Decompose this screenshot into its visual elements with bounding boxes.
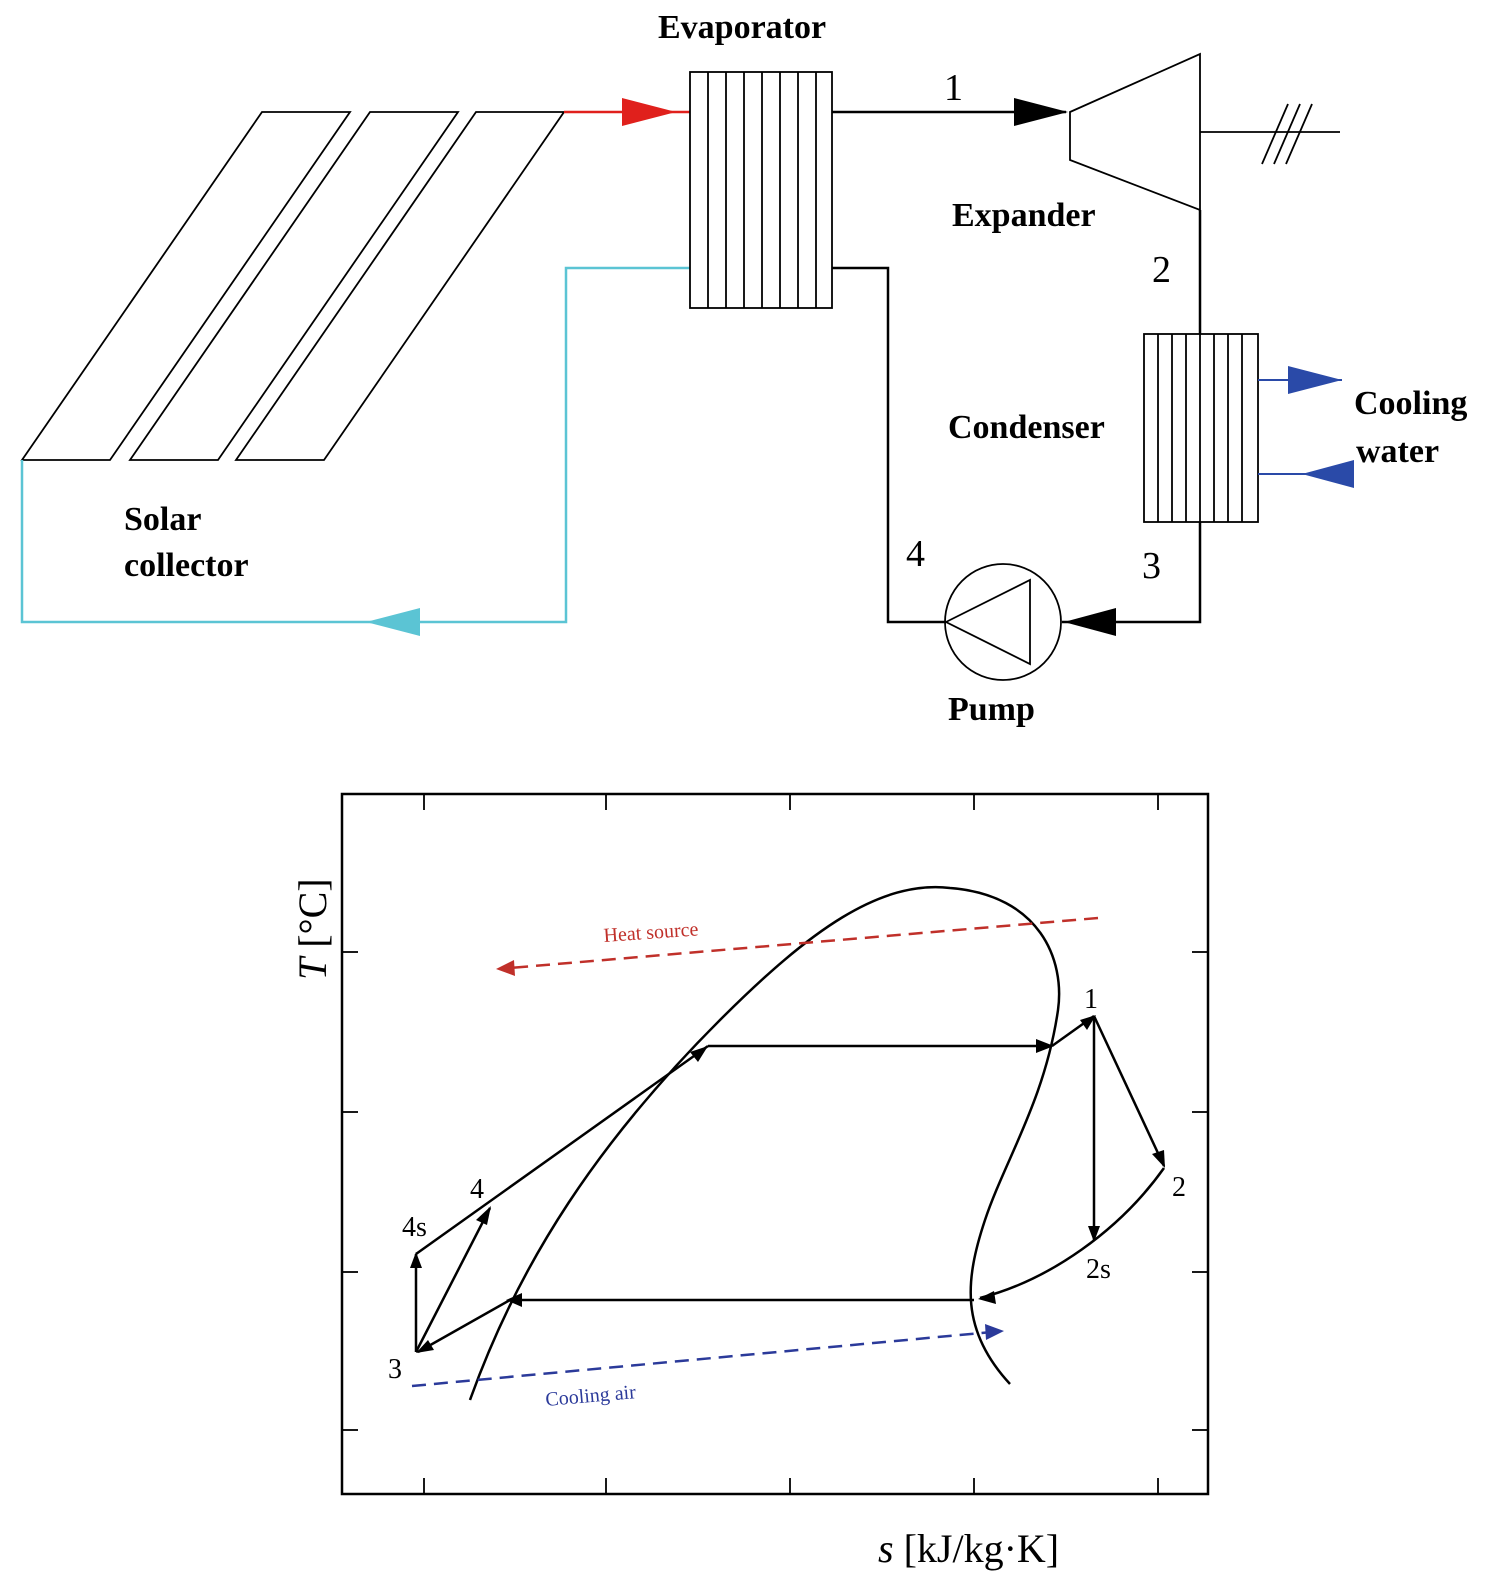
heat-source-arrow [496,960,515,976]
condenser-heat-exchanger [1143,333,1259,523]
ts-point-2s: 2s [1086,1254,1111,1285]
heat-source-line [509,916,1099,970]
saturation-dome [468,885,1061,1401]
cooling-water-in-arrow [1302,460,1354,488]
solar-collector [20,111,566,461]
cooling-air-line [411,1330,993,1388]
cooling-water-label-2: water [1356,433,1439,470]
state-3-label: 3 [1142,545,1161,587]
ts-point-1: 1 [1084,984,1098,1015]
svg-text:T[°C]: T[°C] [290,878,335,980]
expander [1069,52,1201,212]
evaporator-label: Evaporator [658,9,826,46]
solar-collector-label-1: Solar [124,501,201,538]
solar-collector-label-2: collector [124,547,249,584]
ts-point-4s: 4s [402,1212,427,1243]
line-state-3 [1062,522,1202,624]
cooling-water-lines [1258,366,1354,488]
line-state-4 [832,266,946,624]
cycle-paths [410,1014,1166,1354]
hot-fluid-line [564,98,690,126]
flow-arrow-1 [1014,98,1068,126]
cooling-water-out-arrow [1288,366,1342,394]
heat-source-label: Heat source [603,918,699,947]
pump [943,563,1062,681]
expander-label: Expander [952,197,1096,234]
state-4-label: 4 [906,533,925,575]
hot-flow-arrow [622,98,676,126]
shaft-output [1200,103,1340,165]
cooling-water-label-1: Cooling [1354,385,1467,422]
x-axis-label: s[kJ/kg·K] [878,1526,1059,1571]
ts-point-4: 4 [470,1174,484,1205]
pump-label: Pump [948,691,1035,728]
flow-arrow-3 [1064,608,1116,636]
condenser-label: Condenser [948,409,1105,446]
ts-point-3: 3 [388,1354,402,1385]
state-1-label: 1 [944,67,963,109]
cold-flow-arrow [366,608,420,636]
cold-fluid-line [20,266,690,636]
y-axis-label: T[°C] [290,878,335,980]
cooling-air-label: Cooling air [545,1381,637,1411]
evaporator-heat-exchanger [689,71,833,309]
ts-point-2: 2 [1172,1172,1186,1203]
ts-plot-frame [340,792,1210,1496]
state-2-label: 2 [1152,249,1171,291]
cooling-air-arrow [985,1324,1004,1340]
